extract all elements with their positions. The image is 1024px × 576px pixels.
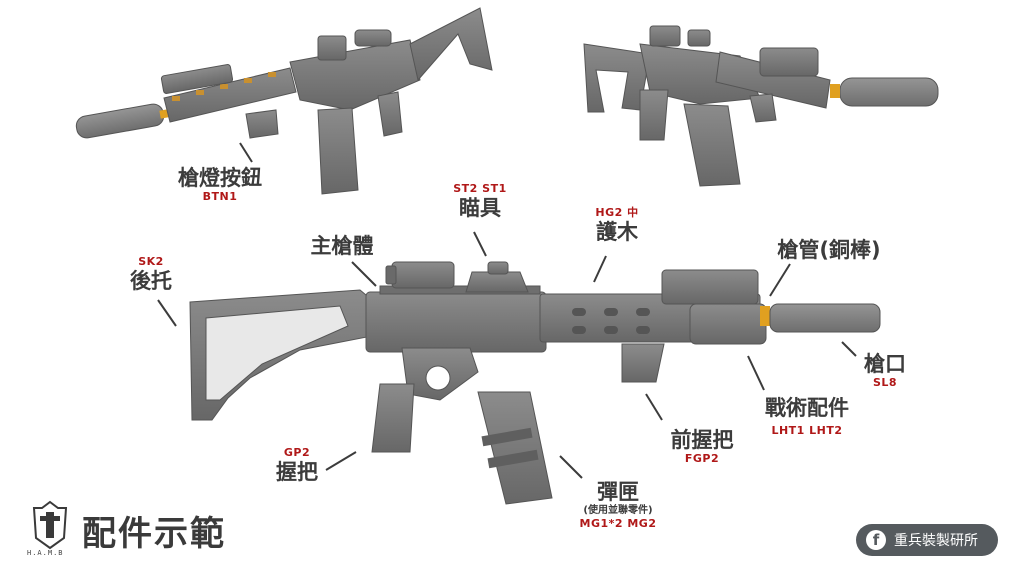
label-note: (使用並聯零件) [583, 505, 653, 516]
facebook-icon: f [866, 530, 886, 550]
mag-left [317, 107, 359, 195]
rifle-view-right [583, 25, 939, 187]
weapon-light-main [661, 269, 759, 305]
label-foregrip: 前握把 FGP2 [662, 428, 742, 466]
label-code: SL8 [872, 376, 898, 389]
facebook-page-badge[interactable]: f 重兵裝製研所 [856, 524, 998, 556]
red-dot-sight [465, 271, 529, 293]
label-sight: ST2 ST1 瞄具 [440, 182, 520, 220]
pistol-grip-main [371, 383, 415, 453]
label-code: ST2 ST1 [453, 182, 507, 195]
stock-left [409, 7, 493, 82]
foregrip-main [621, 343, 665, 383]
receiver-left [289, 39, 421, 111]
label-grip: GP2 握把 [262, 446, 332, 484]
brand-logo-icon [32, 500, 68, 550]
suppressor-main [769, 303, 881, 333]
suppressor-right [839, 77, 939, 107]
label-name: 槍管(銅棒) [777, 238, 881, 262]
label-code: FGP2 [684, 452, 720, 465]
light-left [160, 64, 234, 94]
leader-lines [157, 142, 857, 479]
label-code: HG2 中 [595, 206, 639, 219]
label-name: 槍燈按鈕 [178, 166, 262, 190]
label-barrel: 槍管(銅棒) [768, 238, 890, 262]
label-name: 後托 [130, 269, 172, 293]
top-rail [379, 285, 541, 295]
facebook-page-name: 重兵裝製研所 [894, 533, 978, 549]
logo-text: H.A.M.B [27, 549, 64, 557]
label-code: GP2 [283, 446, 311, 459]
label-muzzle: 槍口 SL8 [850, 352, 920, 390]
label-code: SK2 [138, 255, 164, 268]
rifle-view-left [75, 7, 493, 195]
label-gun-light-button: 槍燈按鈕 BTN1 [170, 166, 270, 204]
rifle-view-main [189, 261, 881, 505]
label-name: 槍口 [864, 352, 906, 376]
label-code: MG1*2 MG2 [579, 517, 657, 530]
label-receiver: 主槍體 [296, 234, 388, 258]
label-magazine: 彈匣 (使用並聯零件) MG1*2 MG2 [566, 480, 670, 531]
label-name: 瞄具 [459, 196, 501, 220]
light-right [759, 47, 819, 77]
label-tactical-accessory: 戰術配件 LHT1 LHT2 [752, 396, 862, 438]
suppressor-left [75, 103, 165, 139]
label-name: 戰術配件 [765, 396, 849, 420]
label-name: 握把 [276, 460, 318, 484]
label-name: 前握把 [670, 428, 734, 452]
label-name: 護木 [596, 220, 638, 244]
label-handguard: HG2 中 護木 [582, 206, 652, 244]
label-code: LHT1 LHT2 [771, 424, 843, 437]
label-code: BTN1 [202, 190, 238, 203]
page-title: 配件示範 [82, 514, 226, 554]
mag-right [683, 103, 741, 187]
label-stock: SK2 後托 [116, 255, 186, 293]
optic-magnifier [391, 261, 455, 289]
receiver-main [365, 291, 547, 353]
magazine-main [477, 391, 553, 505]
label-name: 主槍體 [310, 234, 374, 258]
label-name: 彈匣 [597, 480, 639, 504]
